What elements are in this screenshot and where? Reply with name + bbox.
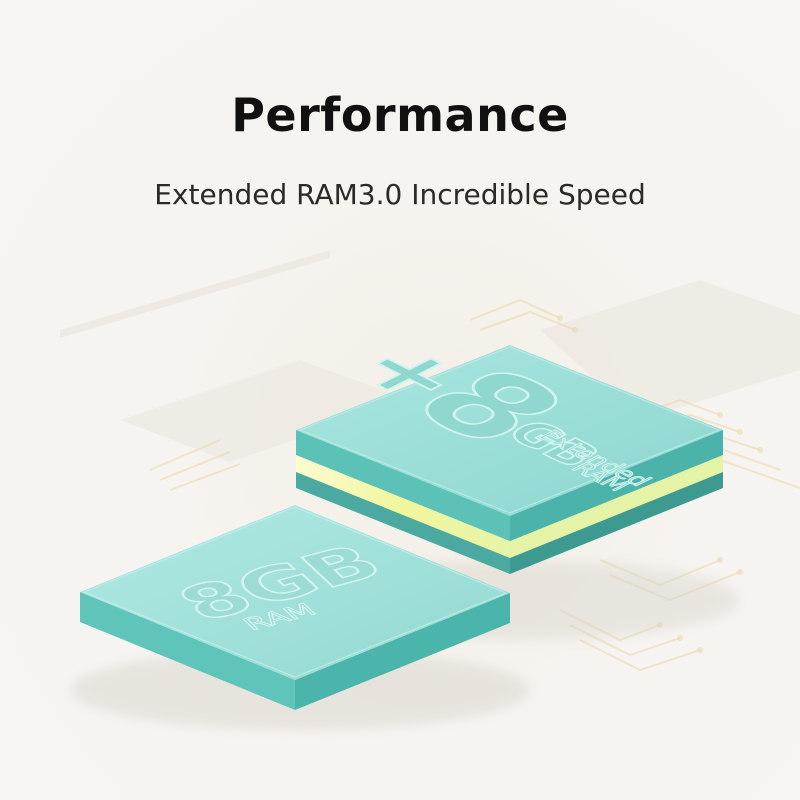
ram-chip: 8GB RAM: [80, 505, 510, 710]
page-subtitle: Extended RAM3.0 Incredible Speed: [154, 178, 646, 211]
extended-ram-chip: + 8 GB Extended RAM: [296, 330, 723, 574]
page-title: Performance: [231, 88, 569, 142]
